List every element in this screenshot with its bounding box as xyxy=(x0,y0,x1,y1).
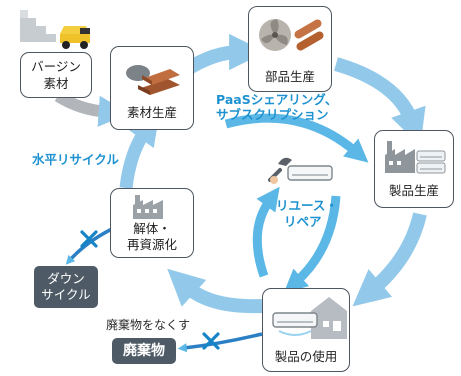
x-mark-downcycle-icon xyxy=(80,230,98,252)
material-label: 素材生産 xyxy=(126,105,177,120)
arrow-to-waste xyxy=(177,332,263,353)
x-mark-waste-icon xyxy=(202,332,220,354)
ingots-icon xyxy=(120,55,184,101)
downcycle-line1: ダウン xyxy=(47,271,85,286)
arrow-dismantle-to-material xyxy=(119,110,160,189)
factory-icon xyxy=(133,195,173,225)
virgin-label-line1: バージン xyxy=(31,59,81,74)
horizontal-recycle-label: 水平リサイクル xyxy=(32,152,119,167)
arrow-parts-to-product xyxy=(334,57,426,147)
node-parts-production: 部品生産 xyxy=(248,6,332,92)
tag-downcycle: ダウン サイクル xyxy=(34,266,98,308)
node-material-production: 素材生産 xyxy=(110,46,194,130)
fan-pipes-icon xyxy=(255,13,327,65)
arrow-virgin-to-material xyxy=(54,90,130,127)
tag-waste: 廃棄物 xyxy=(112,338,176,364)
arrow-product-to-use xyxy=(352,212,427,307)
arrow-material-to-parts xyxy=(182,33,266,76)
node-product-production: 製品生産 xyxy=(374,130,454,208)
virgin-label-line2: 素材 xyxy=(43,76,69,91)
node-virgin-material: バージン 素材 xyxy=(20,52,92,98)
arrow-reuse-up xyxy=(252,186,280,278)
downcycle-line2: サイクル xyxy=(41,287,91,302)
eliminate-waste-label: 廃棄物をなくす xyxy=(106,318,191,332)
factory-ac-icon xyxy=(383,137,447,181)
arrow-use-to-dismantle xyxy=(167,268,263,314)
wrench-ac-icon xyxy=(266,150,334,194)
paas-label-line1: PaaSシェアリング、 xyxy=(216,92,338,107)
reuse-label-line2: リペア xyxy=(284,214,322,229)
arrow-paas-loop xyxy=(224,113,369,163)
dismantle-label-line2: 再資源化 xyxy=(126,237,177,252)
node-dismantle-recycle: 解体・ 再資源化 xyxy=(110,188,194,258)
reuse-label-line1: リユース・ xyxy=(276,198,338,213)
waste-label: 廃棄物 xyxy=(123,343,165,359)
paas-label-line2: サブスクリプション xyxy=(216,107,329,122)
product-label: 製品生産 xyxy=(388,183,439,198)
house-ac-icon xyxy=(267,293,347,347)
arrow-reuse-down xyxy=(283,195,341,293)
use-label: 製品の使用 xyxy=(274,349,338,364)
node-product-use: 製品の使用 xyxy=(262,288,350,372)
parts-label: 部品生産 xyxy=(264,69,315,84)
mine-truck-icon xyxy=(20,8,98,52)
dismantle-label-line1: 解体・ xyxy=(133,221,171,236)
